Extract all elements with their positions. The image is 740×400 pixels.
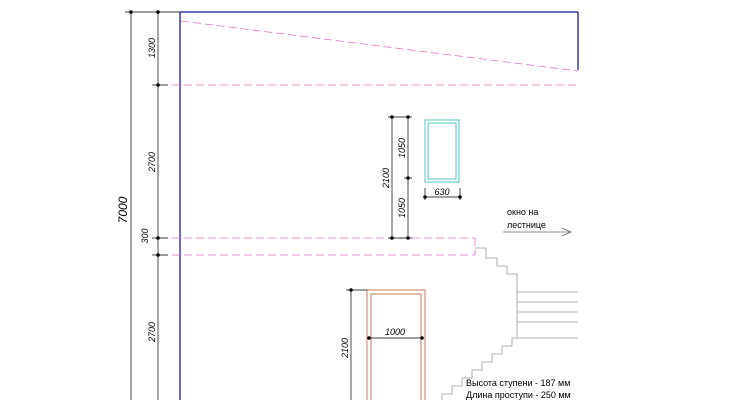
- door-dimensions: [346, 289, 422, 400]
- window-upper-half-label: 1050: [397, 138, 407, 158]
- window-on-stairs-line2: лестнице: [507, 220, 546, 230]
- door-width-label: 1000: [385, 327, 405, 337]
- dimension-ticks: [129, 10, 160, 257]
- window-dimensions: [388, 116, 461, 239]
- floor2-height-label: 2700: [147, 152, 157, 173]
- slab-thickness-label: 300: [140, 228, 150, 243]
- wall-outline: [179, 11, 579, 400]
- window-width-label: 630: [434, 187, 449, 197]
- roof-slope-line: [180, 20, 579, 72]
- total-height-label: 7000: [116, 196, 130, 223]
- window-dimension-ticks: [390, 115, 462, 240]
- window-arrow: [503, 227, 572, 237]
- window-on-stairs-line1: окно на: [507, 207, 538, 217]
- roof-height-label: 1300: [147, 38, 157, 58]
- door-height-label: 2100: [340, 338, 350, 359]
- window: [424, 119, 460, 183]
- door: [366, 289, 426, 400]
- window-height-label: 2100: [381, 168, 391, 189]
- step-height-note: Высота ступени - 187 мм: [466, 378, 570, 388]
- stairs: [441, 247, 578, 400]
- window-lower-half-label: 1050: [397, 198, 407, 218]
- floor1-height-label: 2700: [147, 322, 157, 343]
- level-lines: [160, 20, 579, 256]
- vertical-dimension-chain: [125, 11, 180, 400]
- door-dimension-ticks: [349, 288, 424, 340]
- tread-length-note: Длина проступи - 250 мм: [466, 390, 571, 400]
